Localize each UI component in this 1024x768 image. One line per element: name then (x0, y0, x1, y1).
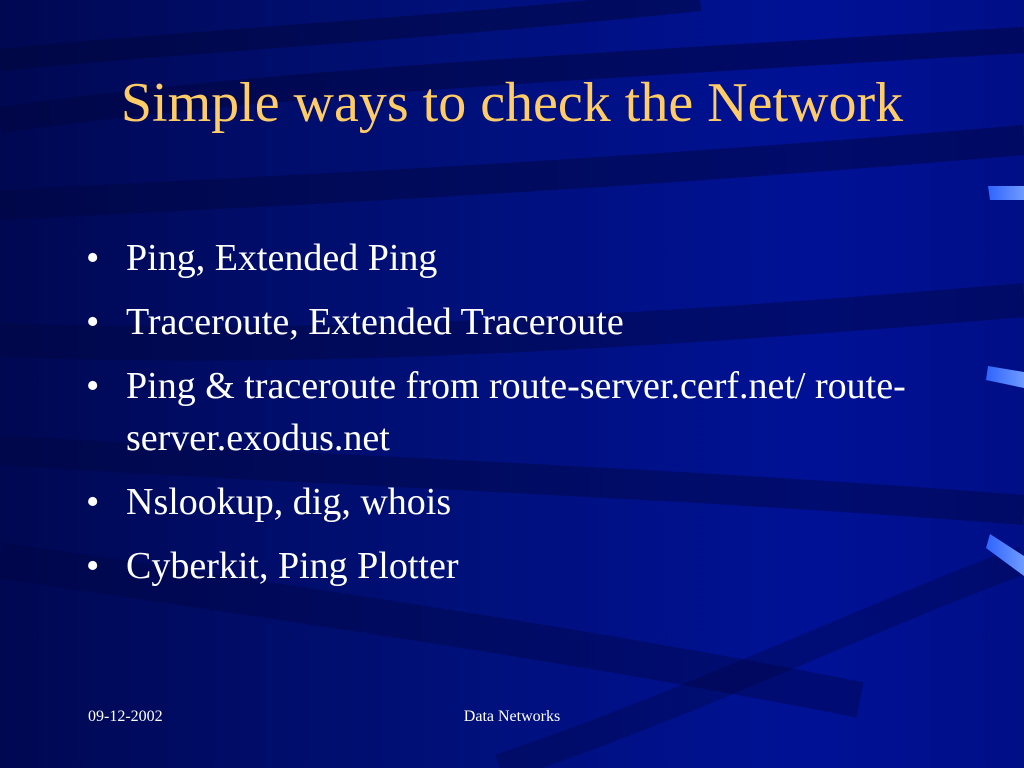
list-item: • Cyberkit, Ping Plotter (86, 540, 916, 592)
list-item: • Ping, Extended Ping (86, 232, 916, 284)
accent-bar (986, 534, 1024, 576)
swoosh-band (0, 0, 702, 71)
bullet-icon: • (86, 301, 100, 343)
bullet-text: Nslookup, dig, whois (126, 481, 452, 523)
accent-bar (988, 186, 1024, 200)
list-item: • Ping & traceroute from route-server.ce… (86, 360, 916, 464)
swoosh-band (0, 435, 1024, 525)
swoosh-band (495, 546, 1024, 768)
bullet-icon: • (86, 237, 100, 279)
footer-date: 09-12-2002 (88, 708, 163, 725)
slide-title: Simple ways to check the Network (120, 72, 904, 134)
footer-title: Data Networks (463, 708, 561, 725)
list-item: • Nslookup, dig, whois (86, 476, 916, 528)
swoosh-band (0, 283, 1024, 361)
bullet-icon: • (86, 365, 100, 407)
accent-bar (986, 366, 1024, 388)
swoosh-band (0, 27, 1024, 133)
bullet-text: Traceroute, Extended Traceroute (126, 301, 624, 343)
swoosh-band (0, 125, 1024, 220)
bullet-icon: • (86, 545, 100, 587)
swoosh-band (0, 542, 864, 718)
bullet-text: Ping, Extended Ping (126, 237, 438, 279)
bullet-list: • Ping, Extended Ping • Traceroute, Exte… (86, 232, 916, 604)
bullet-text: Cyberkit, Ping Plotter (126, 545, 459, 587)
bullet-text: Ping & traceroute from route-server.cerf… (126, 365, 906, 459)
bullet-icon: • (86, 481, 100, 523)
list-item: • Traceroute, Extended Traceroute (86, 296, 916, 348)
